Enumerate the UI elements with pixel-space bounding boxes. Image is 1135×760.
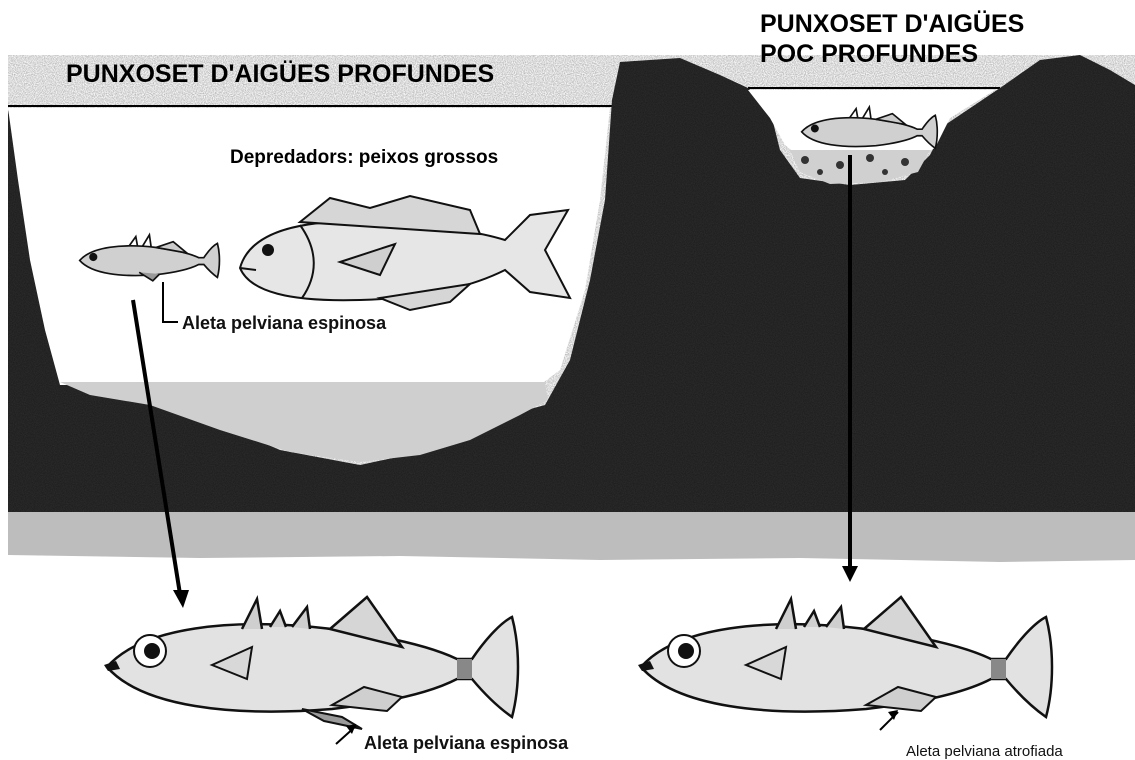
shallow-lake-title-line2: POC PROFUNDES <box>760 40 978 68</box>
deep-lake-title: PUNXOSET D'AIGÜES PROFUNDES <box>66 59 494 88</box>
shallow-lake-title-line1: PUNXOSET D'AIGÜES <box>760 9 1024 38</box>
spiny-fin-arrow-large <box>336 724 356 744</box>
predators-label: Depredadors: peixos grossos <box>230 147 498 168</box>
spiny-fin-label-large: Aleta pelviana espinosa <box>364 733 569 753</box>
atrophied-fin-arrow <box>880 710 898 730</box>
large-stickleback-spiny <box>104 597 518 729</box>
atrophied-fin-label: Aleta pelviana atrofiada <box>906 743 1063 760</box>
bottom-sediment-band <box>8 512 1135 562</box>
large-stickleback-atrophied <box>638 597 1052 717</box>
spiny-fin-label-small: Aleta pelviana espinosa <box>182 313 387 333</box>
